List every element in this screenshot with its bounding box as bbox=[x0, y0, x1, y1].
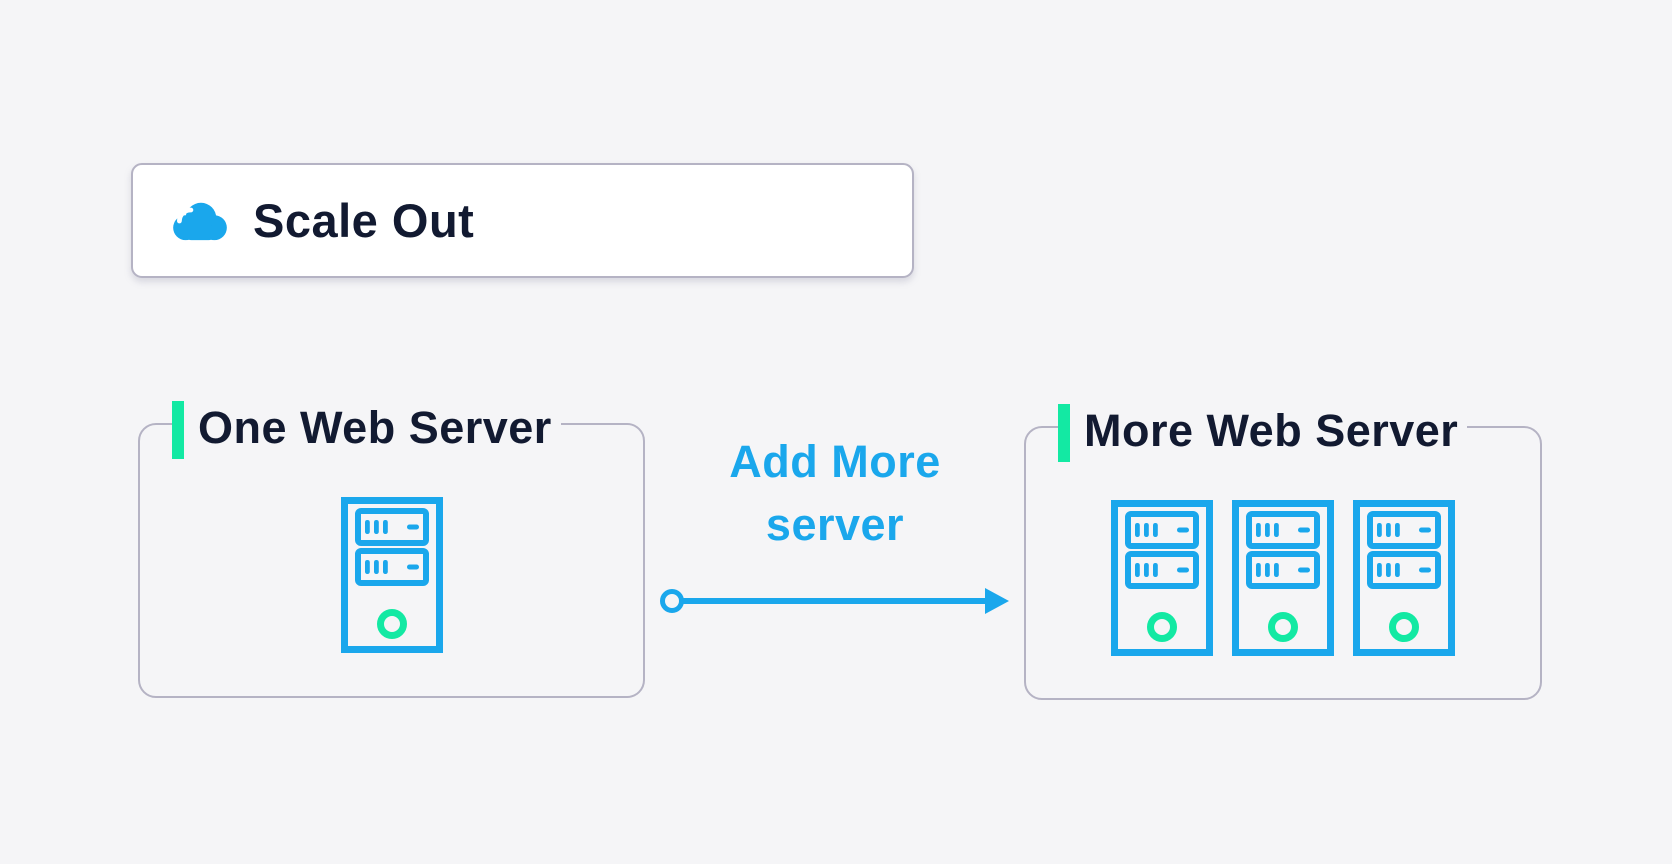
server-icon bbox=[1111, 500, 1213, 656]
box-title-label: One Web Server bbox=[198, 402, 552, 453]
server-icons-right bbox=[1026, 500, 1540, 656]
arrow-label-line2: server bbox=[765, 499, 905, 550]
server-icon bbox=[1232, 500, 1334, 656]
scale-out-arrow bbox=[660, 588, 1009, 614]
server-icons-left bbox=[140, 497, 643, 653]
green-accent-bar bbox=[1058, 404, 1070, 462]
scale-out-title: Scale Out bbox=[253, 194, 475, 247]
server-icon bbox=[1353, 500, 1455, 656]
box-title-label: More Web Server bbox=[1084, 405, 1459, 456]
server-icon bbox=[340, 497, 443, 653]
green-accent-bar bbox=[172, 401, 184, 459]
more-web-server-box-title: More Web Server bbox=[1058, 400, 1468, 462]
arrow-label-line1: Add More bbox=[729, 436, 941, 487]
one-web-server-box: One Web Server bbox=[138, 397, 645, 698]
cloud-icon bbox=[173, 202, 227, 240]
arrow-label: Add More server bbox=[655, 430, 1015, 556]
one-web-server-box-title: One Web Server bbox=[172, 397, 561, 459]
scale-out-card: Scale Out bbox=[131, 163, 914, 278]
more-web-server-box: More Web Server bbox=[1024, 400, 1542, 700]
